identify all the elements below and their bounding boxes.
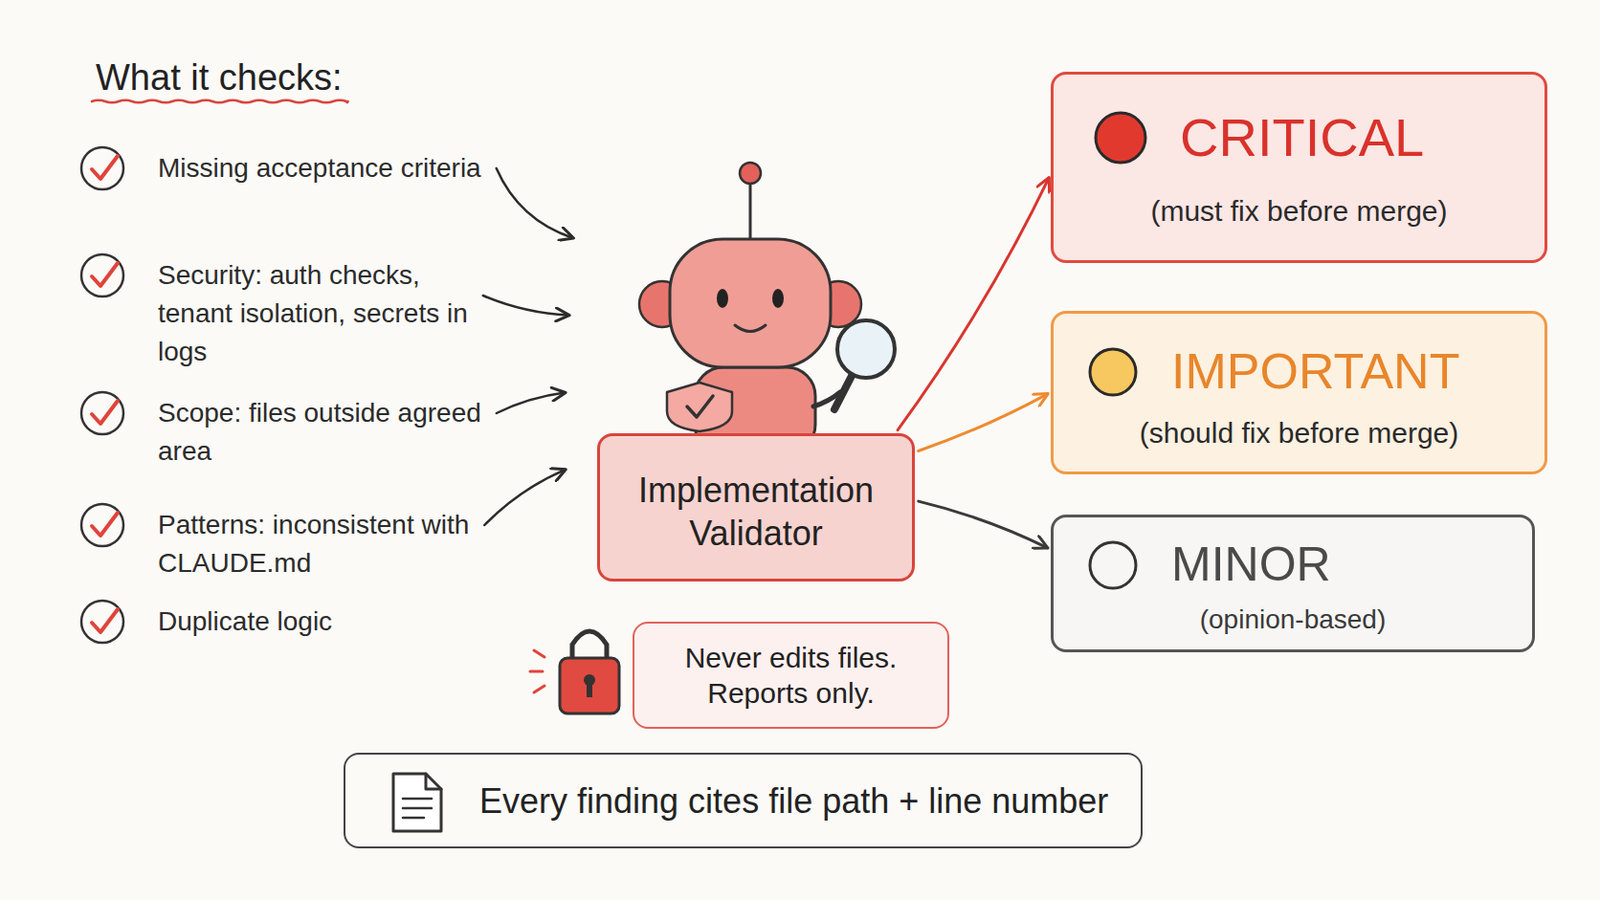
lock-icon bbox=[586, 682, 593, 698]
check-icons bbox=[81, 392, 124, 435]
validator-box: Implementation Validator bbox=[597, 433, 915, 582]
minor-box: MINOR (opinion-based) bbox=[1050, 514, 1535, 653]
document-icon bbox=[393, 774, 442, 832]
severity-dot bbox=[1095, 112, 1146, 163]
check-icons bbox=[81, 254, 124, 297]
box-heading: CRITICAL bbox=[1179, 107, 1424, 169]
check-icons bbox=[91, 155, 118, 179]
lock-icon bbox=[530, 670, 543, 674]
robot-figure bbox=[639, 162, 895, 454]
lock-icon bbox=[572, 631, 607, 661]
check-icons bbox=[81, 504, 124, 547]
check-icons bbox=[81, 147, 124, 644]
input-arrow bbox=[483, 295, 569, 316]
robot-figure bbox=[734, 325, 766, 333]
check-item: Scope: files outside agreed area bbox=[157, 394, 489, 471]
robot-figure bbox=[687, 396, 713, 418]
document-icon bbox=[345, 755, 461, 851]
severity-dot bbox=[1053, 74, 1524, 267]
box-heading: Implementation Validator bbox=[617, 468, 895, 556]
lock-icon bbox=[533, 686, 545, 693]
document-icon bbox=[425, 774, 442, 790]
robot-figure bbox=[834, 376, 852, 410]
important-box: IMPORTANT (should fix before merge) bbox=[1050, 311, 1548, 475]
box-subtitle: (must fix before merge) bbox=[1053, 195, 1545, 229]
connector-arrow bbox=[897, 177, 1049, 430]
check-icons bbox=[91, 400, 118, 424]
check-icons bbox=[91, 609, 118, 633]
input-arrow bbox=[484, 469, 565, 526]
lock-icon bbox=[559, 658, 620, 714]
check-icons bbox=[81, 147, 124, 190]
lock-icon bbox=[530, 631, 620, 714]
input-arrow bbox=[496, 393, 565, 414]
title-underline bbox=[91, 100, 349, 104]
document-icon bbox=[393, 774, 442, 832]
box-heading: IMPORTANT bbox=[1171, 343, 1460, 401]
robot-figure bbox=[669, 239, 831, 368]
robot-figure bbox=[739, 162, 761, 184]
box-heading: MINOR bbox=[1171, 537, 1332, 594]
check-item: Patterns: inconsistent with CLAUDE.md bbox=[157, 506, 489, 583]
input-arrow bbox=[496, 168, 574, 239]
severity-dot bbox=[1089, 542, 1136, 589]
robot-figure bbox=[716, 288, 729, 309]
lock-icon bbox=[533, 650, 545, 658]
check-item: Missing acceptance criteria bbox=[157, 149, 482, 188]
box-subtitle: (should fix before merge) bbox=[1053, 417, 1545, 451]
check-icons bbox=[91, 512, 118, 536]
critical-box: CRITICAL (must fix before merge) bbox=[1050, 71, 1548, 264]
robot-figure bbox=[772, 288, 784, 309]
connector-arrow bbox=[918, 394, 1048, 451]
citation-box: Every finding cites file path + line num… bbox=[343, 753, 1143, 849]
check-item: Security: auth checks, tenant isolation,… bbox=[157, 256, 489, 372]
check-icons bbox=[91, 263, 118, 287]
diagram-title: What it checks: bbox=[95, 55, 343, 100]
robot-figure bbox=[749, 183, 753, 242]
box-heading: Never edits files. Reports only. bbox=[653, 640, 929, 712]
box-heading: Every finding cites file path + line num… bbox=[479, 779, 1109, 823]
check-icons bbox=[81, 600, 124, 644]
connector-arrow bbox=[918, 501, 1047, 549]
robot-figure bbox=[837, 320, 895, 378]
rule-note-box: Never edits files. Reports only. bbox=[632, 622, 950, 730]
robot-figure bbox=[666, 382, 733, 432]
severity-dot bbox=[1089, 349, 1136, 396]
document-icon bbox=[402, 799, 432, 819]
box-subtitle: (opinion-based) bbox=[1053, 604, 1533, 636]
check-item: Duplicate logic bbox=[157, 602, 333, 642]
